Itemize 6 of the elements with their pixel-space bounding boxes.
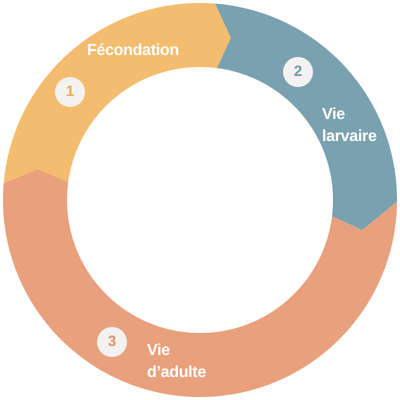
ring-segment xyxy=(3,169,397,397)
stage-label: Fécondation xyxy=(87,41,180,61)
stage-label: Vie d’adulte xyxy=(147,341,207,383)
ring-segment xyxy=(3,3,231,184)
stage-label: Vie larvaire xyxy=(322,105,378,147)
ring-segment xyxy=(215,3,397,231)
